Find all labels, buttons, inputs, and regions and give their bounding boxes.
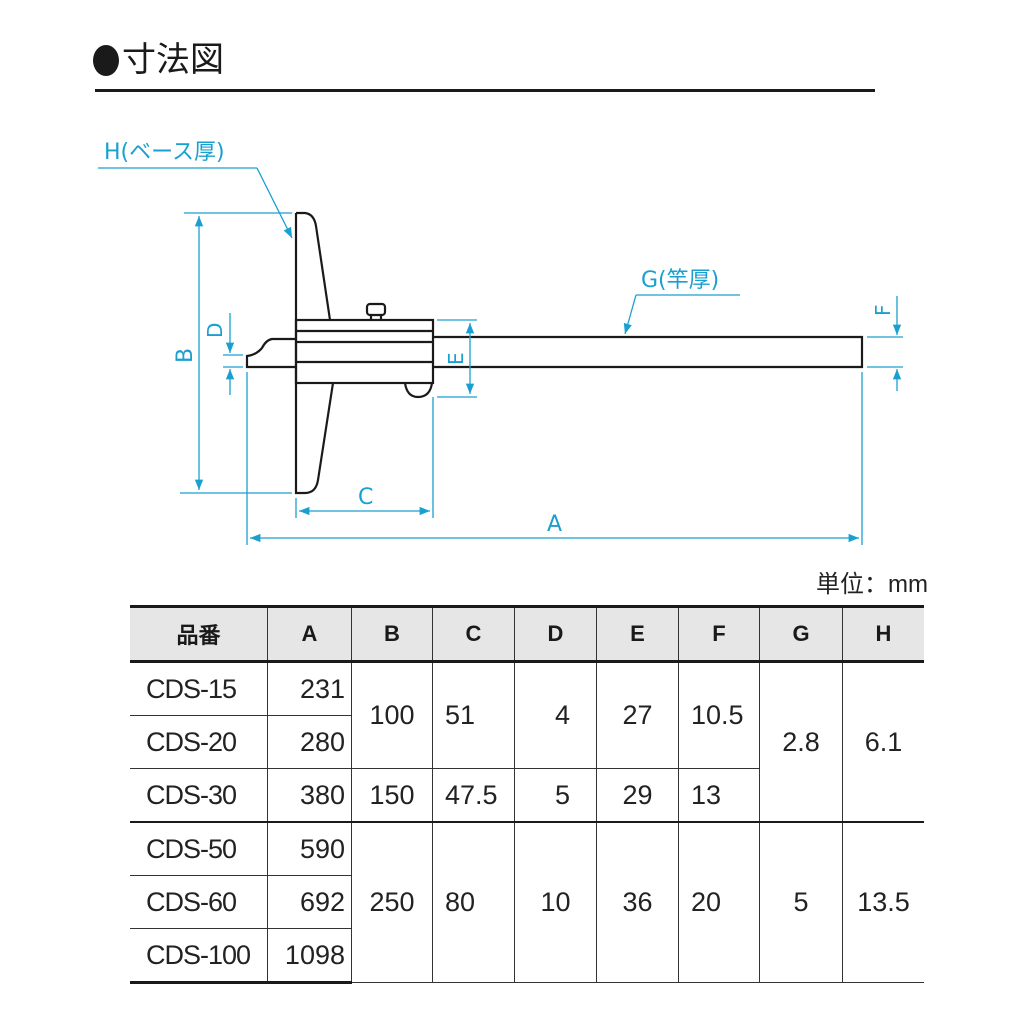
label-h-base-thickness: H(ベース厚) bbox=[104, 140, 225, 165]
cell-a: 1098 bbox=[267, 928, 352, 984]
header-g: G bbox=[759, 606, 843, 662]
cell-a: 692 bbox=[267, 875, 352, 929]
header-d: D bbox=[514, 606, 597, 662]
unit-label: 単位：mm bbox=[816, 571, 928, 598]
cell-a: 380 bbox=[267, 768, 352, 823]
cell-g: 2.8 bbox=[759, 661, 843, 823]
cell-d: 4 bbox=[514, 661, 597, 769]
cell-model: CDS-30 bbox=[130, 768, 268, 823]
dimension-diagram: H(ベース厚) G(竿厚) A C B D E F bbox=[98, 140, 903, 545]
cell-d: 10 bbox=[514, 822, 597, 983]
cell-g: 5 bbox=[759, 822, 843, 983]
dimension-table: 品番 A B C D E F G H CDS-15 231 100 51 4 2… bbox=[130, 605, 924, 984]
cell-d: 5 bbox=[514, 768, 597, 823]
header-f: F bbox=[678, 606, 760, 662]
cell-b: 250 bbox=[351, 822, 433, 983]
cell-f: 10.5 bbox=[678, 661, 760, 769]
cell-a: 590 bbox=[267, 822, 352, 876]
cell-b: 100 bbox=[351, 661, 433, 769]
cell-model: CDS-100 bbox=[130, 928, 268, 984]
cell-f: 20 bbox=[678, 822, 760, 983]
cell-model: CDS-20 bbox=[130, 715, 268, 769]
cell-c: 47.5 bbox=[432, 768, 515, 823]
label-g-beam-thickness: G(竿厚) bbox=[641, 268, 719, 293]
cell-a: 231 bbox=[267, 661, 352, 716]
title-underline bbox=[95, 89, 875, 92]
label-f: F bbox=[871, 304, 895, 316]
cell-model: CDS-15 bbox=[130, 661, 268, 716]
cell-e: 36 bbox=[596, 822, 679, 983]
table-header-row: 品番 A B C D E F G H bbox=[130, 606, 924, 662]
table-row: CDS-100 1098 bbox=[130, 928, 924, 984]
cell-h: 6.1 bbox=[842, 661, 924, 823]
cell-e: 29 bbox=[596, 768, 679, 823]
table-row: CDS-50 590 250 80 10 36 20 5 13.5 bbox=[130, 822, 924, 983]
header-a: A bbox=[267, 606, 352, 662]
label-a: A bbox=[547, 512, 562, 537]
table-row: CDS-60 692 bbox=[130, 875, 924, 929]
cell-model: CDS-60 bbox=[130, 875, 268, 929]
header-h: H bbox=[842, 606, 924, 662]
label-b: B bbox=[173, 348, 198, 363]
dimension-lines bbox=[98, 167, 903, 545]
header-c: C bbox=[432, 606, 515, 662]
depth-gauge-drawing bbox=[245, 211, 864, 495]
header-model: 品番 bbox=[130, 606, 268, 662]
cell-e: 27 bbox=[596, 661, 679, 769]
cell-f: 13 bbox=[678, 768, 760, 823]
table-row: CDS-20 280 bbox=[130, 715, 924, 769]
cell-c: 80 bbox=[432, 822, 515, 983]
cell-model: CDS-50 bbox=[130, 822, 268, 876]
bullet-dot-icon bbox=[93, 44, 119, 76]
label-d: D bbox=[203, 323, 227, 338]
header-e: E bbox=[596, 606, 679, 662]
label-c: C bbox=[358, 485, 373, 510]
section-title: 寸法図 bbox=[93, 38, 224, 82]
table-row: CDS-15 231 100 51 4 27 10.5 2.8 6.1 bbox=[130, 661, 924, 823]
cell-a: 280 bbox=[267, 715, 352, 769]
header-b: B bbox=[351, 606, 433, 662]
table-row: CDS-30 380 150 47.5 5 29 13 bbox=[130, 768, 924, 823]
cell-h: 13.5 bbox=[842, 822, 924, 983]
label-e: E bbox=[444, 352, 468, 365]
cell-b: 150 bbox=[351, 768, 433, 823]
cell-c: 51 bbox=[432, 661, 515, 769]
section-title-text: 寸法図 bbox=[122, 40, 224, 80]
